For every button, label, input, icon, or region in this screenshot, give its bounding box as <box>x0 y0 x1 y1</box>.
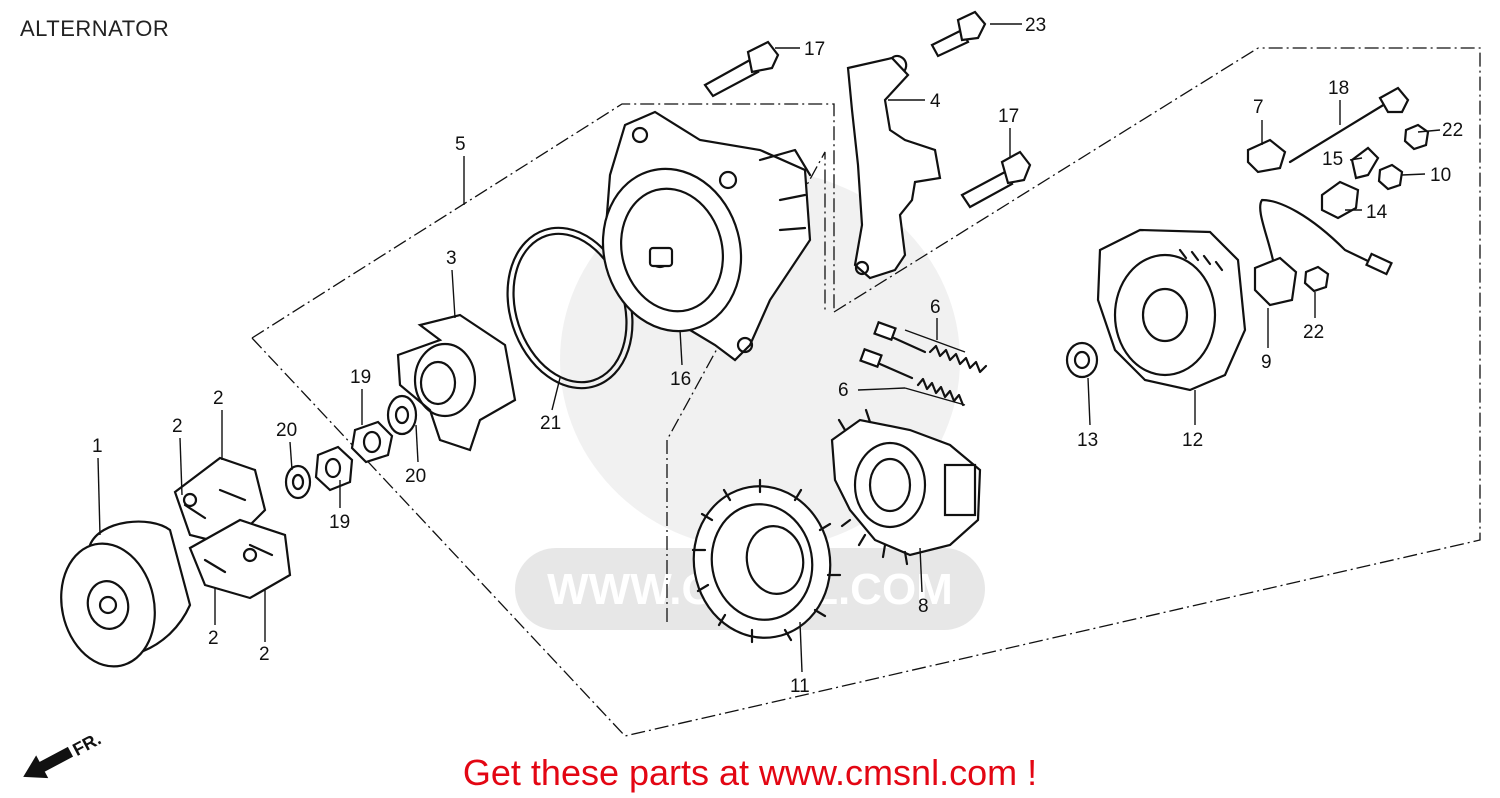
part-1-rotor-cup[interactable] <box>50 520 192 676</box>
part-19-nut-left[interactable] <box>314 445 354 492</box>
part-2-damper-rubbers[interactable] <box>173 456 292 600</box>
callout-20: 20 <box>405 466 426 487</box>
callout-8: 8 <box>918 596 929 617</box>
callout-2: 2 <box>172 416 183 437</box>
part-3-fan-plate[interactable] <box>396 313 517 452</box>
callout-16: 16 <box>670 369 691 390</box>
callout-22: 22 <box>1303 322 1324 343</box>
callout-labels: 1 2 2 2 2 3 4 5 6 6 7 8 9 10 11 12 13 14… <box>92 15 1463 697</box>
part-20-washer-left[interactable] <box>284 464 312 500</box>
callout-23: 23 <box>1025 15 1046 36</box>
part-10-nut[interactable] <box>1377 163 1404 191</box>
callout-19: 19 <box>350 367 371 388</box>
callout-14: 14 <box>1366 202 1388 223</box>
callout-2: 2 <box>213 388 224 409</box>
callout-10: 10 <box>1430 165 1451 186</box>
part-18-through-bolt[interactable] <box>1288 86 1410 164</box>
part-16-front-housing[interactable] <box>585 110 812 362</box>
callout-17: 17 <box>998 106 1019 127</box>
callout-19: 19 <box>329 512 350 533</box>
callout-1: 1 <box>92 436 103 457</box>
callout-6: 6 <box>838 380 849 401</box>
callout-15: 15 <box>1322 149 1343 170</box>
callout-9: 9 <box>1261 352 1272 373</box>
callout-4: 4 <box>930 91 941 112</box>
part-12-rear-cover[interactable] <box>1096 228 1247 392</box>
part-7-terminal-clip[interactable] <box>1246 138 1287 174</box>
callout-13: 13 <box>1077 430 1098 451</box>
page-title: ALTERNATOR <box>20 16 170 41</box>
part-17-bolt-right[interactable] <box>960 150 1032 209</box>
callout-3: 3 <box>446 248 457 269</box>
callout-21: 21 <box>540 413 561 434</box>
promo-banner[interactable]: Get these parts at www.cmsnl.com ! <box>462 752 1038 793</box>
part-22-nut-top[interactable] <box>1403 123 1430 151</box>
part-4-bracket[interactable] <box>846 54 942 280</box>
part-23-bolt[interactable] <box>930 10 987 58</box>
part-6-brush-upper[interactable] <box>873 320 988 374</box>
part-9-lead-wire[interactable] <box>1253 198 1393 307</box>
part-8-brush-holder[interactable] <box>830 408 982 566</box>
callout-7: 7 <box>1253 97 1264 118</box>
part-15-terminal[interactable] <box>1350 146 1380 180</box>
callout-22: 22 <box>1442 120 1463 141</box>
leader-lines <box>97 23 1441 673</box>
callout-2: 2 <box>259 644 270 665</box>
callout-6: 6 <box>930 297 941 318</box>
callout-12: 12 <box>1182 430 1203 451</box>
part-14-insulator[interactable] <box>1320 180 1360 220</box>
part-6-brush-lower[interactable] <box>859 347 965 407</box>
part-20-washer-right[interactable] <box>386 394 418 436</box>
callout-18: 18 <box>1328 78 1349 99</box>
part-19-nut-right[interactable] <box>350 420 394 464</box>
callout-20: 20 <box>276 420 297 441</box>
part-17-bolt-top[interactable] <box>703 40 780 98</box>
callout-2: 2 <box>208 628 219 649</box>
part-22-nut-bottom[interactable] <box>1303 265 1330 293</box>
part-11-stator[interactable] <box>682 475 842 648</box>
callout-17: 17 <box>804 39 825 60</box>
callout-5: 5 <box>455 134 466 155</box>
callout-11: 11 <box>790 676 810 697</box>
part-13-bearing[interactable] <box>1065 341 1099 379</box>
